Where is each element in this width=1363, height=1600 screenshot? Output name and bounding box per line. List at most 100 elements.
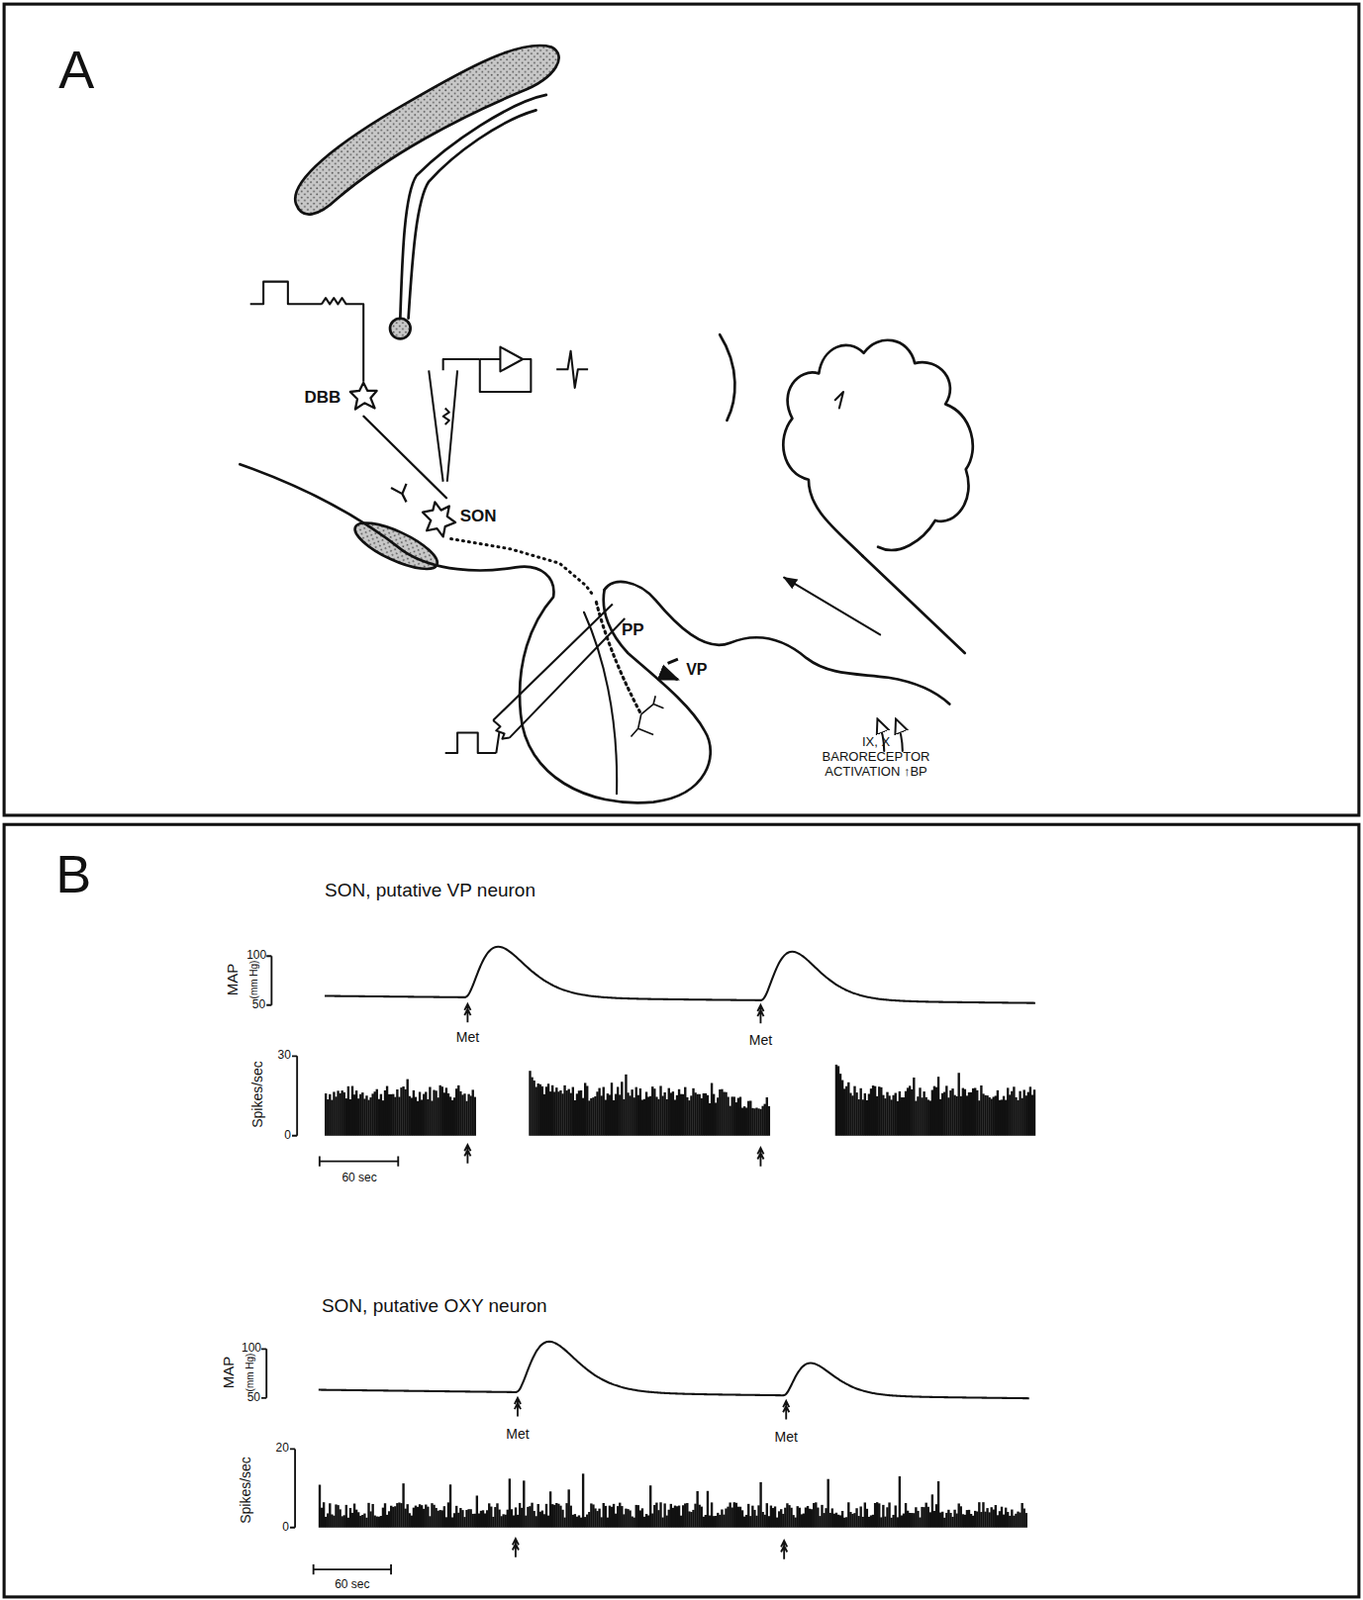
rate-bar xyxy=(1018,1091,1021,1137)
rate-bar xyxy=(436,1097,439,1137)
rate-bar xyxy=(710,1502,713,1528)
rate-bar xyxy=(451,1100,454,1137)
rate-bar xyxy=(641,1100,644,1137)
rate-bar xyxy=(996,1515,999,1529)
rate-bar xyxy=(626,1092,629,1136)
rate-bar xyxy=(320,1508,323,1529)
rate-bar xyxy=(992,1096,995,1136)
rate-bar xyxy=(866,1509,869,1529)
rate-bar xyxy=(528,1070,531,1137)
rate-bar xyxy=(486,1510,488,1529)
rate-bar xyxy=(987,1512,990,1528)
map-trace xyxy=(324,947,1036,1004)
rate-bar xyxy=(916,1511,919,1529)
rate-bar xyxy=(898,1091,901,1137)
label-text: 50 xyxy=(247,1391,261,1406)
rate-bar xyxy=(469,1509,472,1529)
rate-bar xyxy=(324,1517,327,1529)
rate-bar xyxy=(939,1513,942,1529)
map-axis xyxy=(261,1349,267,1399)
rate-bar xyxy=(857,1099,860,1137)
rate-bar xyxy=(380,1094,383,1137)
rate-bar xyxy=(958,1503,961,1528)
rate-bar xyxy=(955,1514,958,1529)
rate-bar xyxy=(395,1089,398,1137)
rate-bar xyxy=(879,1087,882,1137)
rate-bar xyxy=(612,1100,615,1137)
rate-bar xyxy=(478,1514,481,1529)
rate-bar xyxy=(812,1503,815,1529)
rate-bar xyxy=(367,1503,370,1529)
rate-bar xyxy=(743,1517,746,1529)
rate-bar xyxy=(1025,1095,1028,1137)
rate-bar xyxy=(931,1494,934,1528)
rate-bar xyxy=(776,1518,779,1529)
neuron-node: SON xyxy=(413,497,521,539)
rate-bar xyxy=(891,1095,894,1137)
rate-bar xyxy=(341,1516,344,1528)
rate-bar xyxy=(426,1099,429,1137)
label-text: Spikes/sec xyxy=(249,1061,266,1129)
rate-bar xyxy=(927,1507,930,1529)
rate-bar xyxy=(371,1093,374,1136)
rate-bar xyxy=(647,1515,650,1528)
rate-bar xyxy=(785,1503,788,1529)
rate-bar xyxy=(851,1095,854,1137)
rate-bar xyxy=(447,1502,450,1528)
rate-bar xyxy=(659,1502,662,1529)
rate-bar xyxy=(474,1514,477,1529)
rate-bar xyxy=(1016,1100,1019,1137)
rate-bar xyxy=(336,1505,339,1529)
rate-bar xyxy=(388,1094,390,1137)
rate-bar xyxy=(678,1089,681,1137)
label-text: 0 xyxy=(282,1521,290,1536)
rate-bar xyxy=(649,1485,652,1529)
rate-bar xyxy=(361,1092,364,1137)
rate-bar xyxy=(589,1098,592,1137)
rate-bar xyxy=(814,1502,817,1528)
rate-bar xyxy=(386,1515,389,1529)
rate-bar xyxy=(628,1510,631,1528)
rate-bar xyxy=(714,1516,717,1529)
rate-bar xyxy=(576,1093,579,1136)
axon-connector xyxy=(363,416,447,499)
rate-bar xyxy=(841,1080,844,1137)
rate-bar xyxy=(563,1085,566,1137)
rate-bar xyxy=(595,1511,598,1529)
rate-bar xyxy=(414,1097,417,1137)
rate-bar xyxy=(582,1473,585,1528)
rate-bar xyxy=(681,1094,684,1137)
rate-bar xyxy=(804,1508,807,1529)
rate-bar xyxy=(714,1102,717,1136)
rate-bar xyxy=(887,1095,890,1136)
rate-bar xyxy=(806,1506,809,1529)
rate-bar xyxy=(420,1505,423,1529)
rate-bar xyxy=(943,1518,946,1529)
rate-bar xyxy=(578,1090,581,1137)
scale-bar xyxy=(313,1564,391,1575)
rate-bar xyxy=(403,1089,406,1137)
rate-bar xyxy=(497,1510,500,1529)
label-text: SON, putative VP neuron xyxy=(324,879,536,902)
rate-bar xyxy=(983,1512,986,1529)
injection-marker xyxy=(780,1541,787,1560)
rate-bar xyxy=(434,1508,437,1529)
rate-bar xyxy=(653,1088,656,1137)
rate-bar xyxy=(739,1507,742,1529)
node-label: SON xyxy=(460,506,497,527)
rate-bar xyxy=(947,1510,950,1529)
rate-bar xyxy=(998,1511,1001,1529)
rate-bar xyxy=(683,1503,686,1528)
rate-bar xyxy=(994,1095,997,1136)
rate-bar xyxy=(512,1515,515,1528)
rate-bar xyxy=(443,1506,446,1529)
rate-bar xyxy=(334,1504,337,1528)
rate-bar xyxy=(920,1507,923,1529)
rate-bar xyxy=(553,1091,556,1136)
rate-bar xyxy=(472,1089,475,1136)
panel-frame xyxy=(3,824,1360,1598)
node-label: PP xyxy=(621,620,645,641)
rate-bar xyxy=(818,1516,821,1529)
